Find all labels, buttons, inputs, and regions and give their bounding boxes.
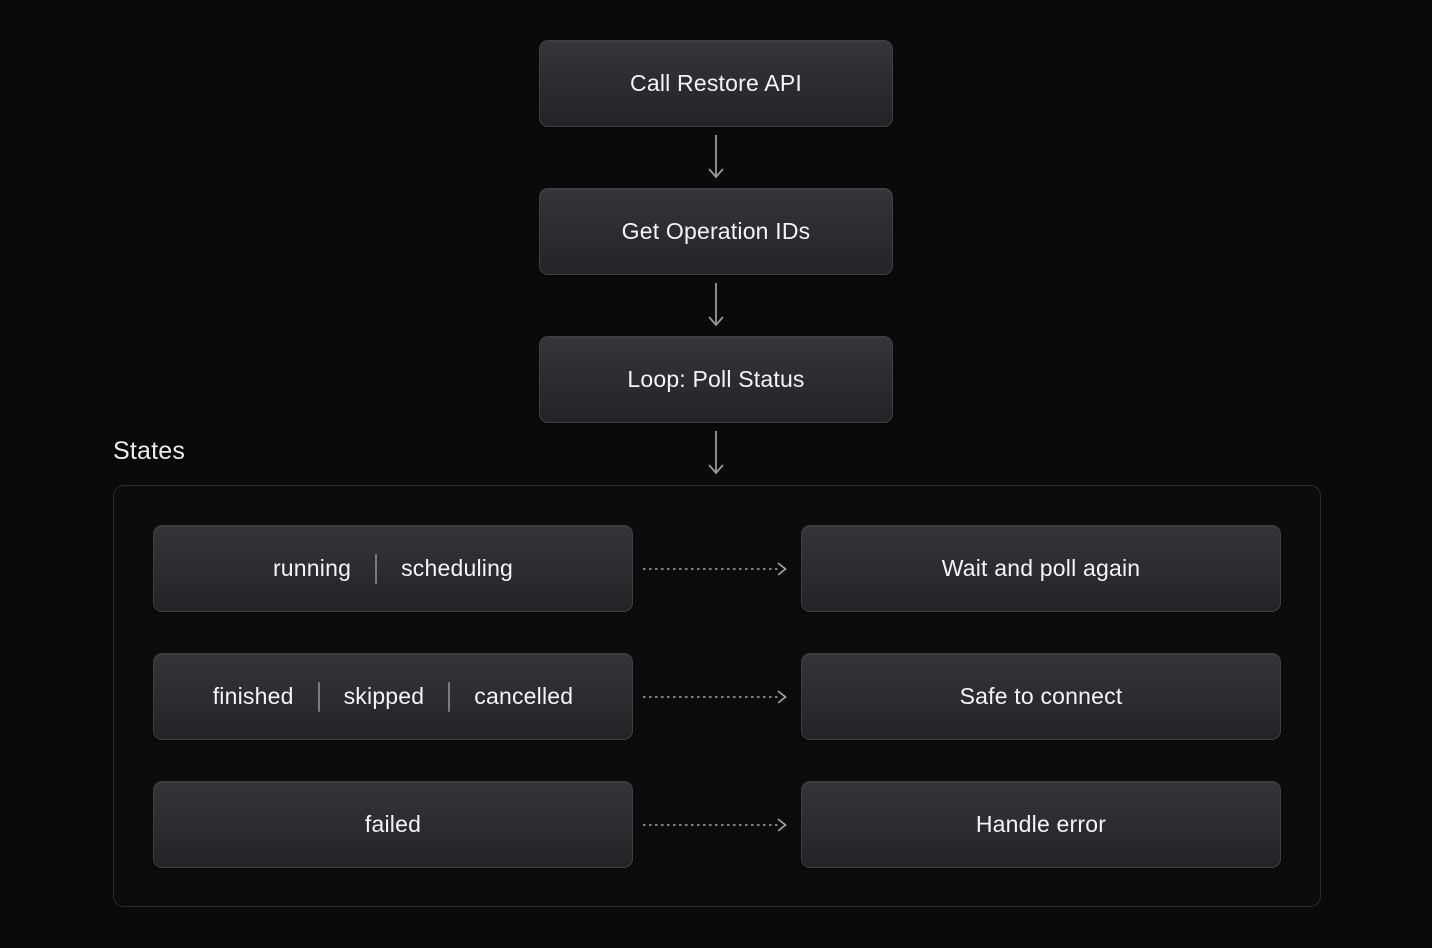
state-box-running-scheduling: running scheduling — [153, 525, 633, 612]
states-container: running scheduling Wait and poll again f… — [113, 485, 1321, 907]
dashed-right-arrow-icon — [643, 818, 787, 831]
flow-step-get-operation-ids: Get Operation IDs — [539, 188, 893, 275]
state-connector — [633, 817, 801, 833]
down-arrow-icon — [708, 134, 724, 178]
dashed-right-arrow-icon — [643, 562, 787, 575]
state-connector — [633, 689, 801, 705]
state-label: failed — [364, 811, 422, 837]
state-connector — [633, 561, 801, 577]
flow-column: Call Restore API Get Operation IDs Loop:… — [539, 40, 893, 484]
state-label: finished — [212, 683, 294, 709]
state-row: finished skipped cancelled Safe to conne… — [153, 653, 1281, 740]
flow-step-label: Loop: Poll Status — [627, 366, 805, 392]
state-row: running scheduling Wait and poll again — [153, 525, 1281, 612]
state-label: scheduling — [401, 555, 514, 581]
flow-connector — [706, 127, 726, 188]
state-label: cancelled — [474, 683, 574, 709]
action-box-wait-and-poll-again: Wait and poll again — [801, 525, 1281, 612]
state-row: failed Handle error — [153, 781, 1281, 868]
action-label: Safe to connect — [959, 683, 1123, 709]
flow-step-label: Get Operation IDs — [621, 218, 811, 244]
down-arrow-icon — [708, 282, 724, 326]
state-box-failed: failed — [153, 781, 633, 868]
state-label: skipped — [343, 683, 425, 709]
action-box-handle-error: Handle error — [801, 781, 1281, 868]
action-label: Wait and poll again — [941, 555, 1141, 581]
state-label: running — [272, 555, 352, 581]
flow-connector — [706, 423, 726, 484]
dashed-right-arrow-icon — [643, 690, 787, 703]
state-box-finished-skipped-cancelled: finished skipped cancelled — [153, 653, 633, 740]
flow-step-label: Call Restore API — [630, 70, 802, 96]
down-arrow-icon — [708, 430, 724, 474]
state-separator — [375, 553, 378, 584]
action-box-safe-to-connect: Safe to connect — [801, 653, 1281, 740]
action-label: Handle error — [975, 811, 1107, 837]
states-section-title: States — [113, 437, 186, 465]
flow-step-call-restore-api: Call Restore API — [539, 40, 893, 127]
flow-step-loop-poll-status: Loop: Poll Status — [539, 336, 893, 423]
state-separator — [317, 681, 320, 712]
flow-connector — [706, 275, 726, 336]
state-separator — [448, 681, 451, 712]
